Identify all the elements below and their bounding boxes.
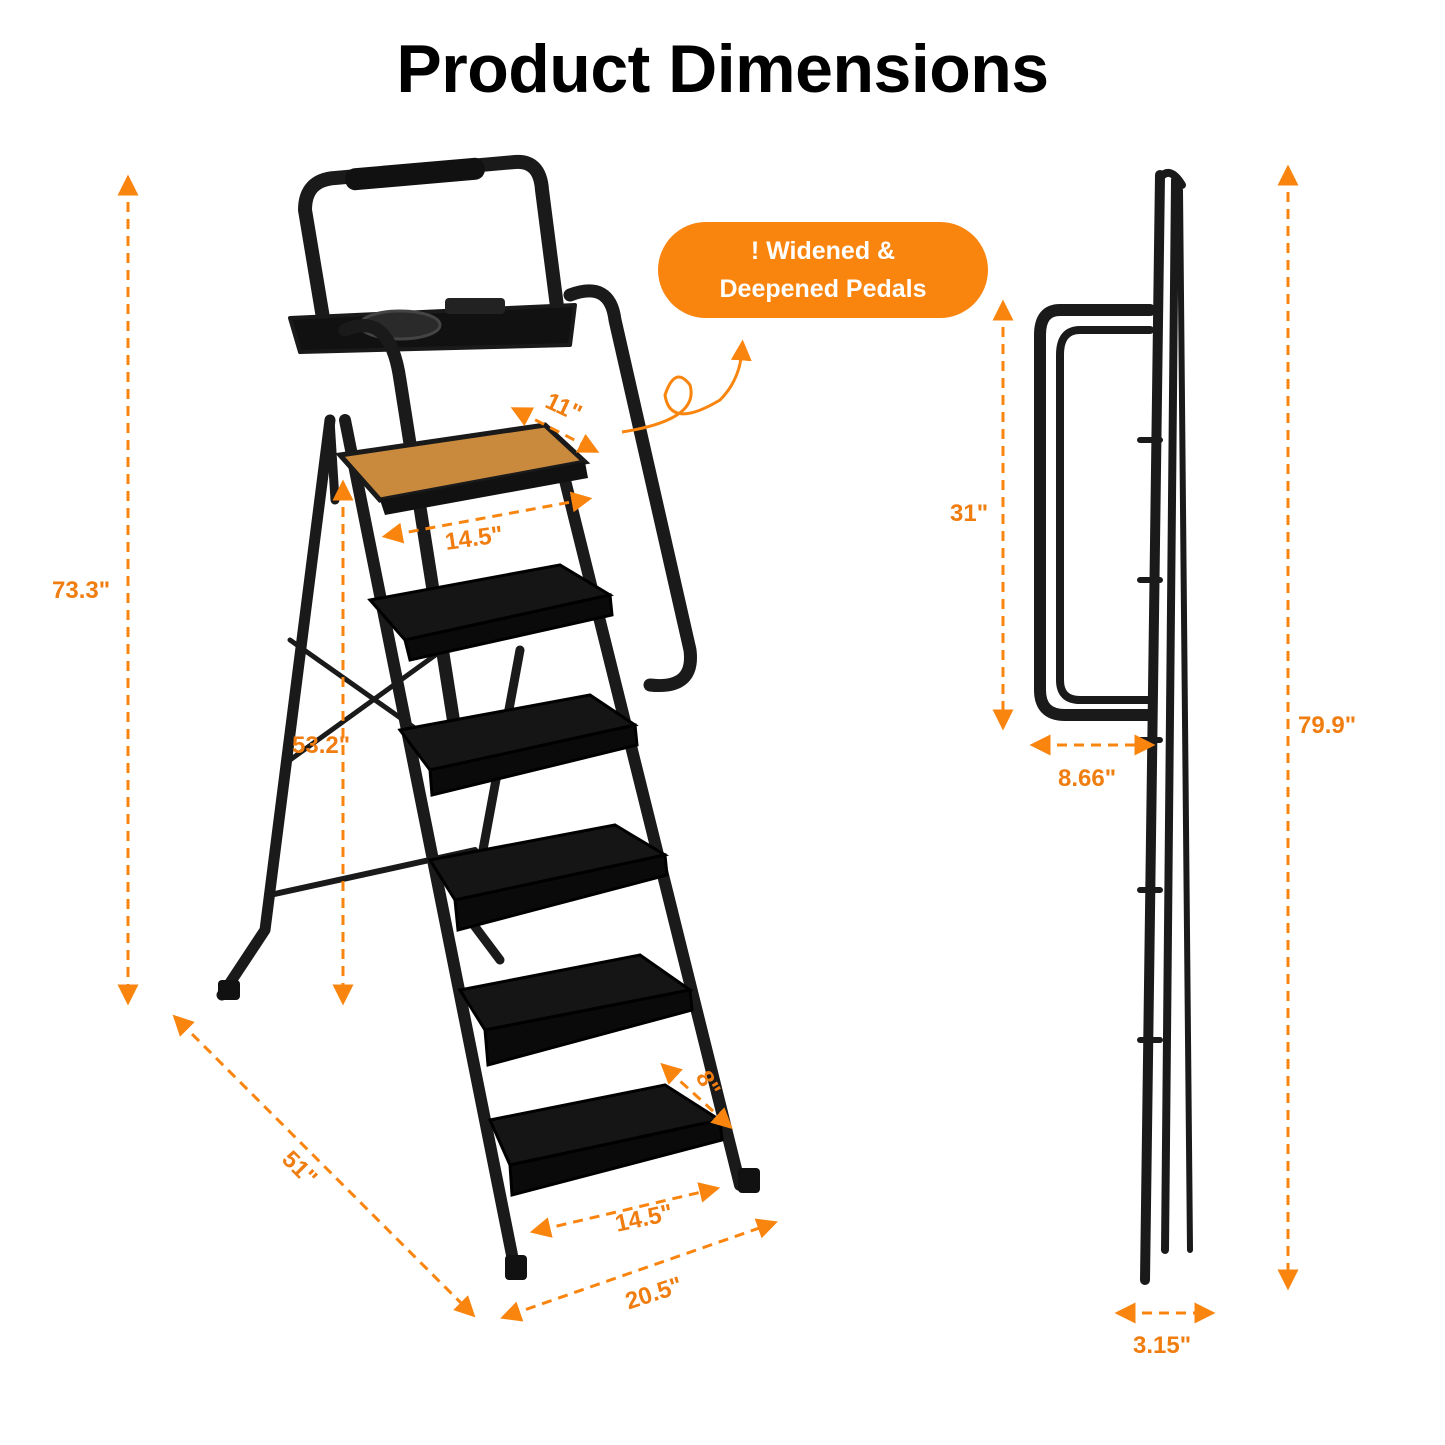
page-title: Product Dimensions: [396, 31, 1049, 107]
platform-height-label: 53.2": [292, 732, 351, 759]
folded-thickness-label: 3.15": [1133, 1332, 1192, 1359]
callout-arrow: [621, 339, 752, 434]
dimension-arrows: [117, 164, 1299, 1324]
folded-height-label: 79.9": [1298, 712, 1357, 739]
callout-line-1: ! Widened &: [750, 237, 896, 265]
widened-pedals-callout: ! Widened & Deepened Pedals: [658, 222, 988, 318]
handrail-height-label: 31": [950, 500, 989, 527]
callout-line-2: Deepened Pedals: [719, 275, 927, 303]
overall-height-label: 73.3": [52, 577, 111, 604]
folded-ladder: [1034, 168, 1193, 1285]
folded-handrail-depth-label: 8.66": [1058, 765, 1117, 792]
